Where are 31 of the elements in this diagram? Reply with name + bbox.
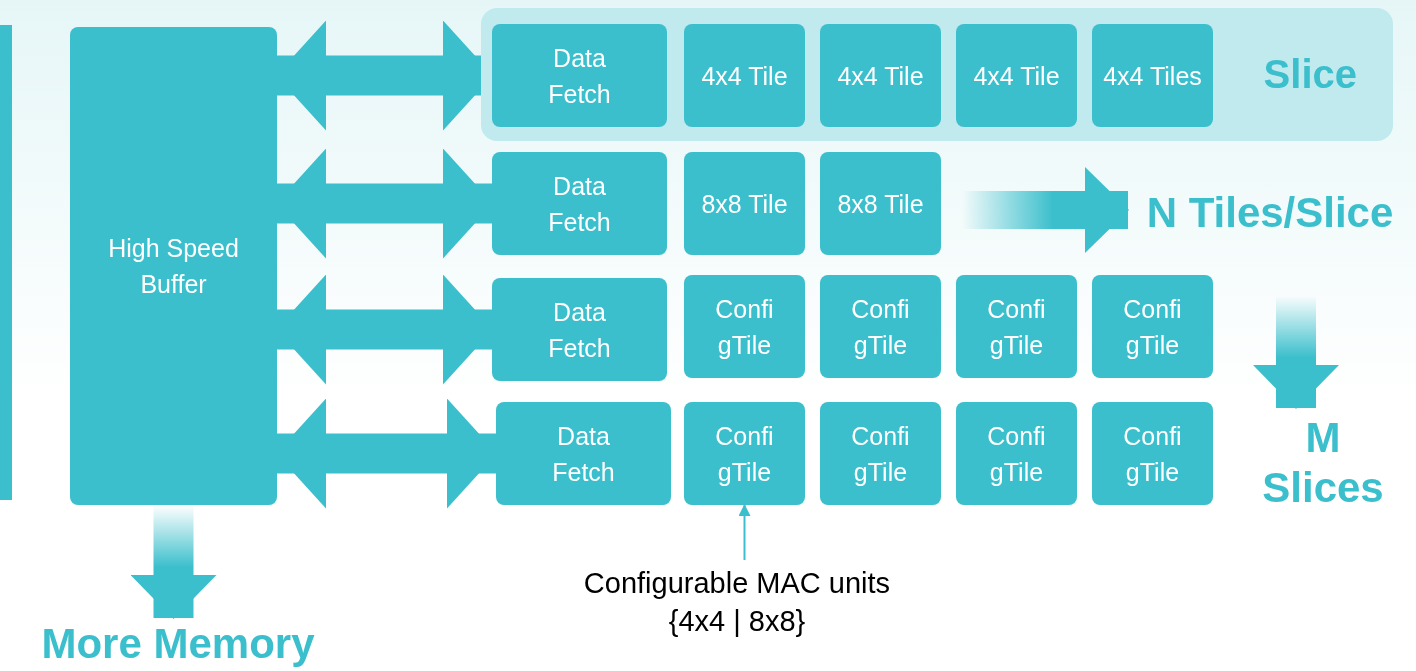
block-arrow — [276, 274, 493, 385]
tile-block: 4x4 Tiles — [1092, 24, 1213, 127]
tile-block: 4x4 Tile — [956, 24, 1077, 127]
tile-block: 4x4 Tile — [684, 24, 805, 127]
block-arrow — [1253, 296, 1339, 409]
tile-block: 8x8 Tile — [820, 152, 941, 255]
tile-block: Confi gTile — [820, 402, 941, 505]
buffer-block: High Speed Buffer — [70, 27, 277, 505]
tile-block: Confi gTile — [956, 402, 1077, 505]
slice-heading: Slice — [1263, 52, 1357, 97]
data-fetch-block: Data Fetch — [492, 278, 667, 381]
block-arrow — [130, 505, 217, 619]
tile-block: Confi gTile — [1092, 275, 1213, 378]
data-fetch-block: Data Fetch — [496, 402, 671, 505]
heading-text: More Memory — [8, 618, 348, 670]
block-arrow — [276, 148, 493, 259]
tile-block: Confi gTile — [820, 275, 941, 378]
data-fetch-block: Data Fetch — [492, 24, 667, 127]
tile-block: 8x8 Tile — [684, 152, 805, 255]
block-arrow — [276, 398, 497, 509]
side-label: M Slices — [1248, 408, 1398, 518]
tile-block: Confi gTile — [1092, 402, 1213, 505]
tile-block: 4x4 Tile — [820, 24, 941, 127]
leader-arrow — [738, 504, 751, 561]
tile-block: Confi gTile — [684, 275, 805, 378]
side-label: N Tiles/Slice — [1128, 187, 1412, 239]
tile-block: Confi gTile — [956, 275, 1077, 378]
slice-band — [481, 8, 1393, 141]
tile-block: Confi gTile — [684, 402, 805, 505]
data-fetch-block: Data Fetch — [492, 152, 667, 255]
annotation-text: Configurable MAC units {4x4 | 8x8} — [572, 560, 902, 644]
